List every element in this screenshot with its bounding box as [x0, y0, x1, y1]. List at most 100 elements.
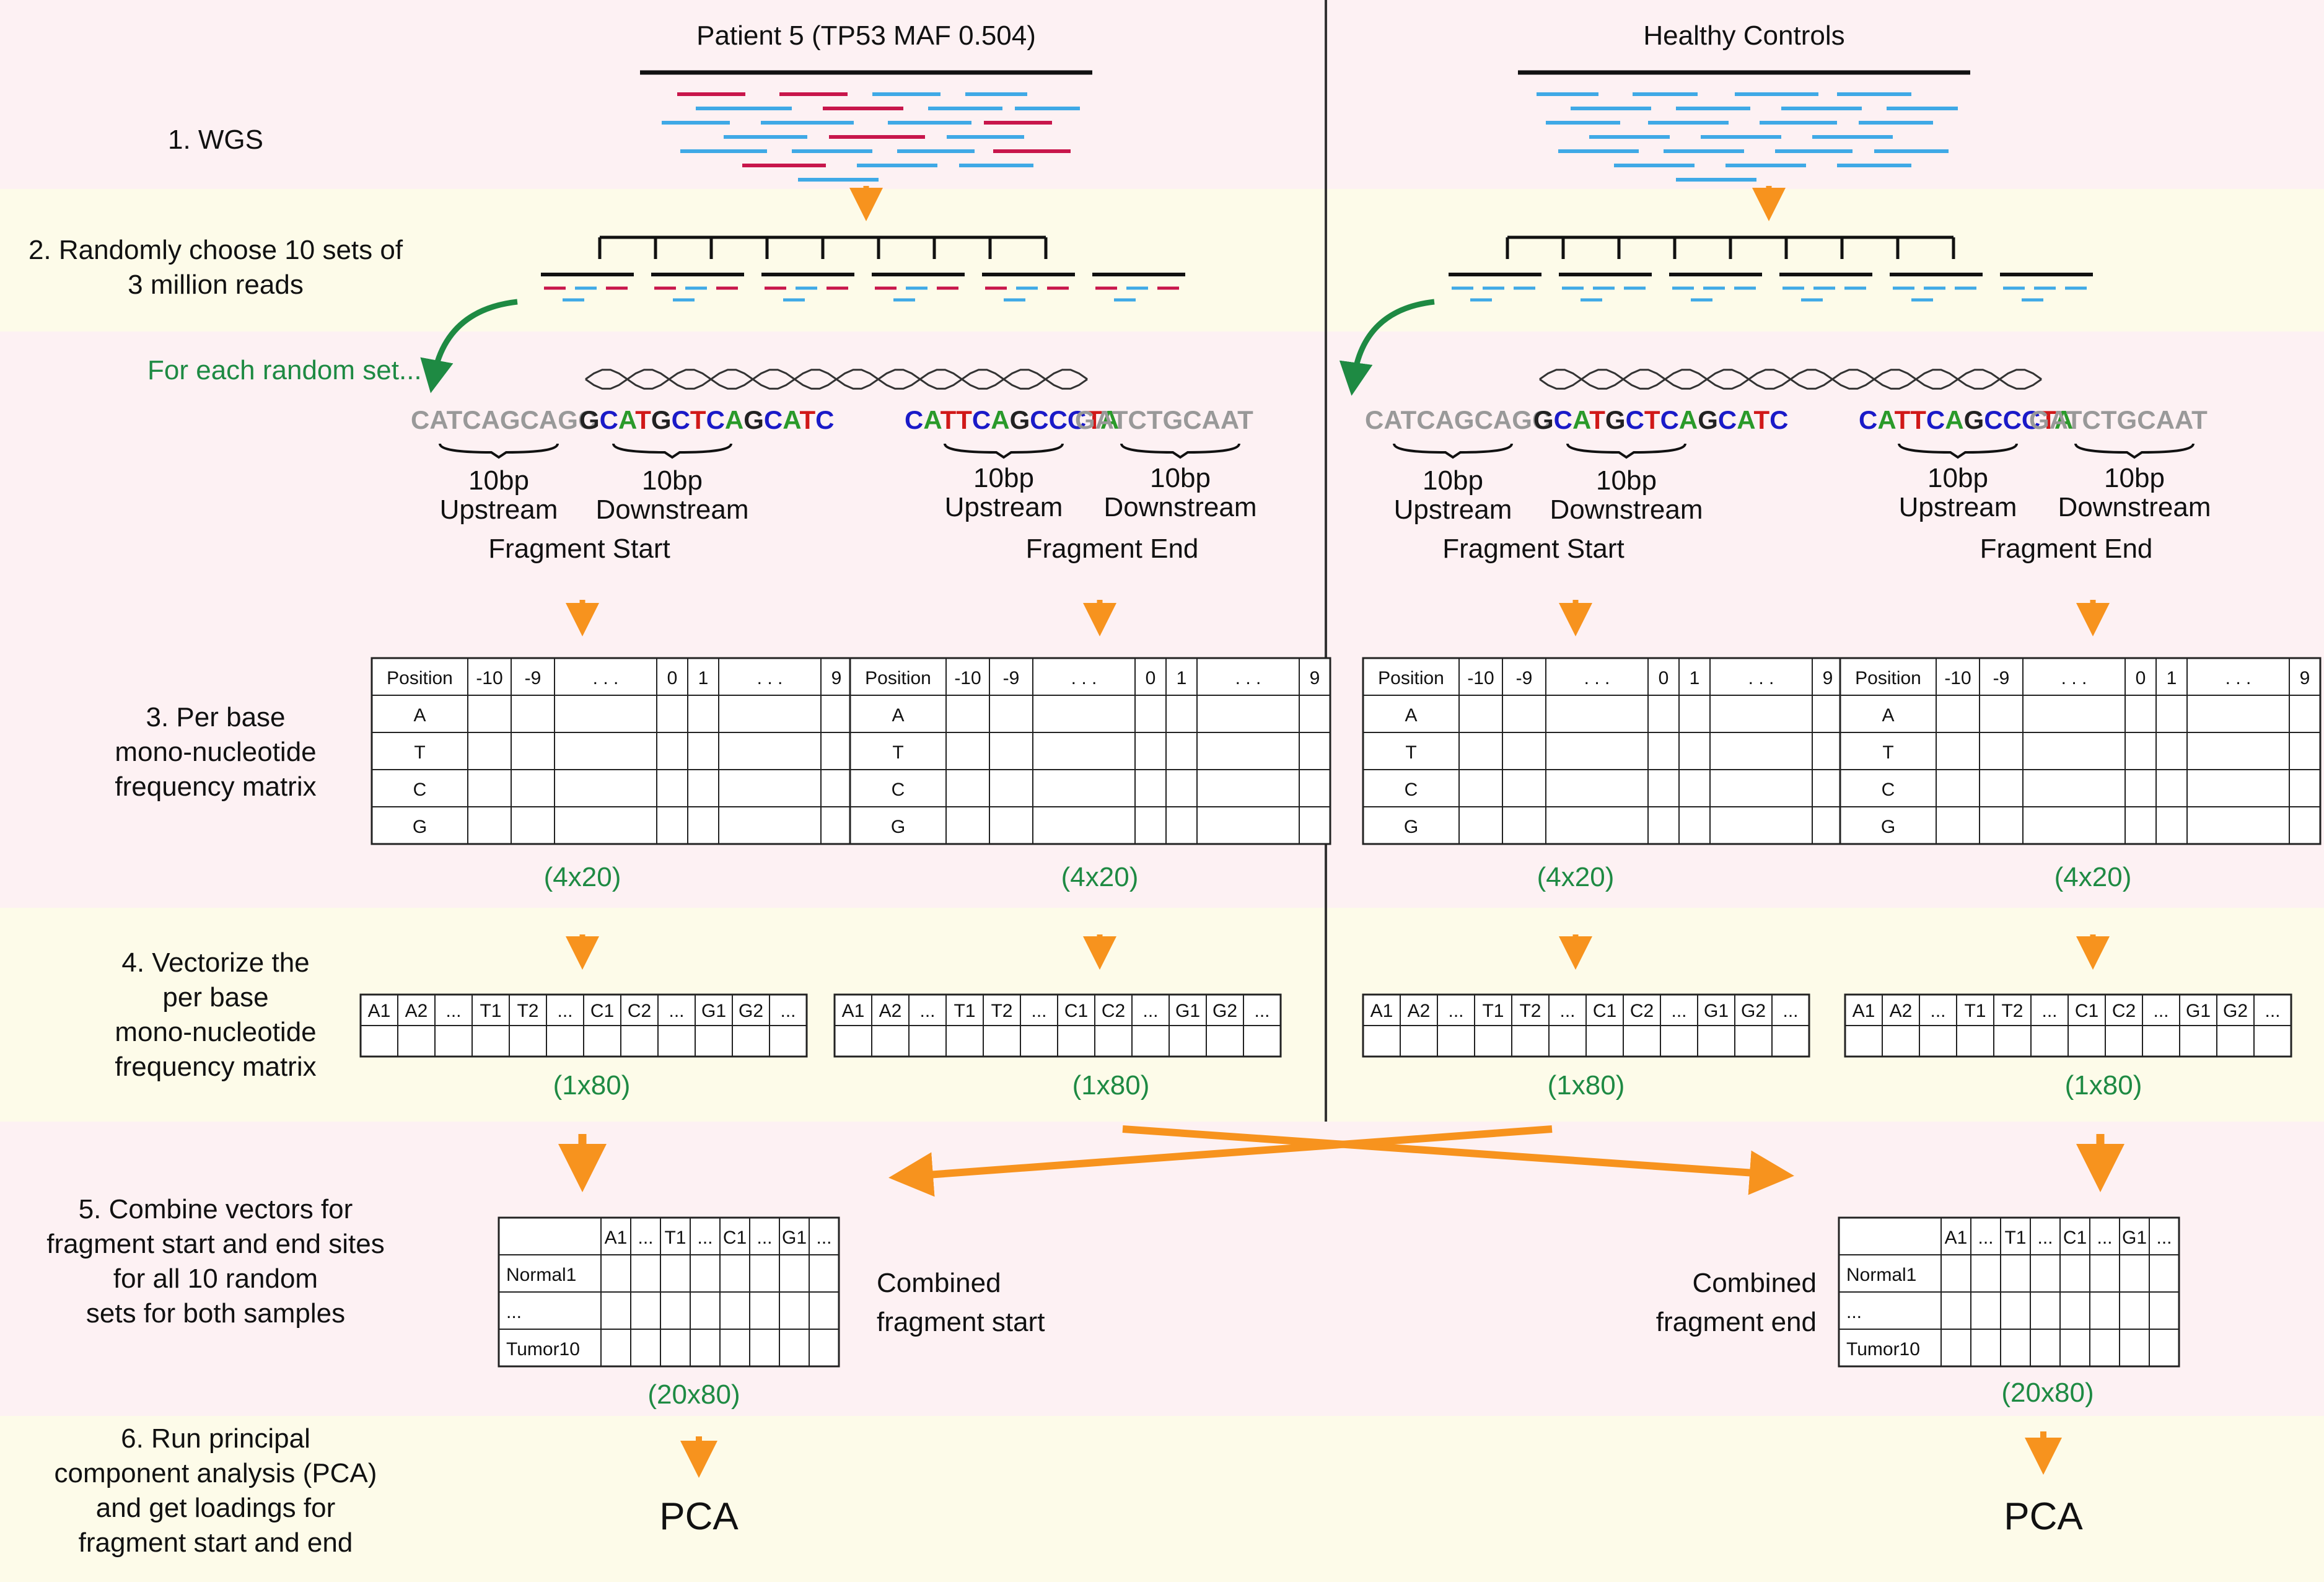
dim-1x80-label: (1x80) — [1548, 1070, 1625, 1101]
vector-header-cell: C2 — [628, 1001, 651, 1021]
matrix-header-cell: 1 — [2167, 668, 2177, 688]
sequence-base: C — [600, 405, 618, 434]
bp-label: 10bp — [1596, 465, 1657, 496]
sequence-base: T — [1401, 405, 1417, 434]
sequence-base: C — [706, 405, 725, 434]
step-3-line: frequency matrix — [115, 771, 316, 802]
sequence-base: T — [2040, 405, 2056, 434]
combined-row-label: Tumor10 — [1846, 1339, 1920, 1360]
combined-header-cell: T1 — [2004, 1228, 2026, 1248]
matrix-header-cell: 9 — [1823, 668, 1833, 688]
sequence-base: C — [1183, 405, 1201, 434]
brace — [612, 443, 732, 459]
sequence-base: T — [799, 405, 815, 434]
downstream-label: Downstream — [1550, 494, 1703, 525]
patient-header: Patient 5 (TP53 MAF 0.504) — [696, 20, 1036, 51]
sequence-base: G — [1698, 405, 1718, 434]
sequence-base: A — [1945, 405, 1963, 434]
bp-label: 10bp — [1423, 465, 1483, 496]
vector-header-cell: ... — [1031, 1001, 1046, 1021]
sequence-base: G — [1010, 405, 1030, 434]
sequence-base: T — [690, 405, 706, 434]
sequence-base: T — [941, 405, 957, 434]
vector-header-cell: T2 — [991, 1001, 1012, 1021]
sequence-base: A — [1100, 405, 1119, 434]
combined-row-label: ... — [506, 1302, 522, 1322]
matrix-header-cell: Position — [1378, 668, 1444, 688]
matrix-header-cell: . . . — [593, 668, 619, 688]
combined-header-cell: ... — [2097, 1228, 2112, 1248]
vector-header-cell: C1 — [1593, 1001, 1616, 1021]
step-6-line: and get loadings for — [96, 1493, 336, 1523]
vector-header-cell: ... — [1930, 1001, 1945, 1021]
sequence-base: A — [923, 405, 942, 434]
sequence-base: A — [1436, 405, 1454, 434]
vector-header-cell: G1 — [701, 1001, 726, 1021]
matrix-table — [849, 657, 1331, 845]
control-header: Healthy Controls — [1643, 20, 1844, 51]
flow-arrow — [1122, 1125, 1794, 1195]
vector-header-cell: ... — [1448, 1001, 1463, 1021]
dim-1x80-label: (1x80) — [2065, 1070, 2142, 1101]
sequence-base: T — [1910, 405, 1926, 434]
sequence-base: T — [2191, 405, 2208, 434]
sequence-base: G — [2029, 405, 2050, 434]
combined-row-label: Normal1 — [506, 1265, 576, 1285]
matrix-header-cell: . . . — [2061, 668, 2087, 688]
sequence-base: C — [1984, 405, 2002, 434]
matrix-row-label: A — [1405, 705, 1417, 726]
vector-header-cell: T1 — [1964, 1001, 1986, 1021]
vector-header-cell: A2 — [405, 1001, 428, 1021]
vector-header-cell: G1 — [1175, 1001, 1200, 1021]
dim-20x80-label: (20x80) — [647, 1379, 740, 1410]
sequence: CATCAGCAGC — [1365, 405, 1551, 434]
sequence-base: A — [539, 405, 558, 434]
vector-header-cell: ... — [2265, 1001, 2280, 1021]
matrix-header-cell: -10 — [1944, 668, 1971, 688]
sequence-base: T — [1753, 405, 1769, 434]
sequence-base: G — [1454, 405, 1475, 434]
step-4-line: 4. Vectorize the — [121, 947, 309, 978]
sequence: GCATGCTCAGCATC — [579, 405, 834, 434]
combined-header-cell: ... — [2156, 1228, 2172, 1248]
sequence-base: C — [764, 405, 783, 434]
sequence-base: T — [2066, 405, 2082, 434]
brace — [439, 443, 559, 459]
band-pca — [0, 1416, 2324, 1582]
brace — [1393, 443, 1513, 459]
vector-header-cell: ... — [1142, 1001, 1158, 1021]
sequence-base: A — [1572, 405, 1591, 434]
matrix-row-label: G — [891, 817, 905, 837]
step-2-line: 3 million reads — [128, 270, 304, 300]
pca-label: PCA — [2004, 1495, 2083, 1538]
sequence-base: C — [1365, 405, 1383, 434]
sequence: GATCTGCAAT — [2029, 405, 2208, 434]
combined-row-label: ... — [1846, 1302, 1862, 1322]
step-6-line: component analysis (PCA) — [55, 1458, 377, 1488]
vector-header-cell: A1 — [1853, 1001, 1875, 1021]
vector-header-cell: G2 — [2223, 1001, 2248, 1021]
step-4-line: mono-nucleotide — [115, 1017, 316, 1047]
sequence-base: A — [429, 405, 448, 434]
vector-header-cell: A1 — [1370, 1001, 1393, 1021]
vector-header-cell: ... — [780, 1001, 796, 1021]
vector-header-cell: A2 — [879, 1001, 902, 1021]
matrix-row-label: G — [1404, 817, 1418, 837]
dim-4x20-label: (4x20) — [1537, 862, 1615, 892]
matrix-header-cell: 9 — [831, 668, 842, 688]
sequence-base: A — [1221, 405, 1239, 434]
sequence-base: C — [1554, 405, 1572, 434]
matrix-row-label: C — [413, 780, 427, 800]
step-6-line: fragment start and end — [79, 1527, 353, 1558]
brace — [944, 443, 1064, 459]
random-set-trees — [420, 235, 2093, 396]
matrix-row-label: G — [1881, 817, 1895, 837]
matrix-header-cell: 0 — [2136, 668, 2146, 688]
upstream-label: Upstream — [1899, 492, 2017, 522]
combined-header-cell: A1 — [605, 1228, 628, 1248]
vector-header-cell: A2 — [1408, 1001, 1431, 1021]
matrix-header-cell: . . . — [1071, 668, 1097, 688]
matrix-header-cell: 0 — [1659, 668, 1669, 688]
fragment-end-label: Fragment End — [1980, 534, 2153, 564]
